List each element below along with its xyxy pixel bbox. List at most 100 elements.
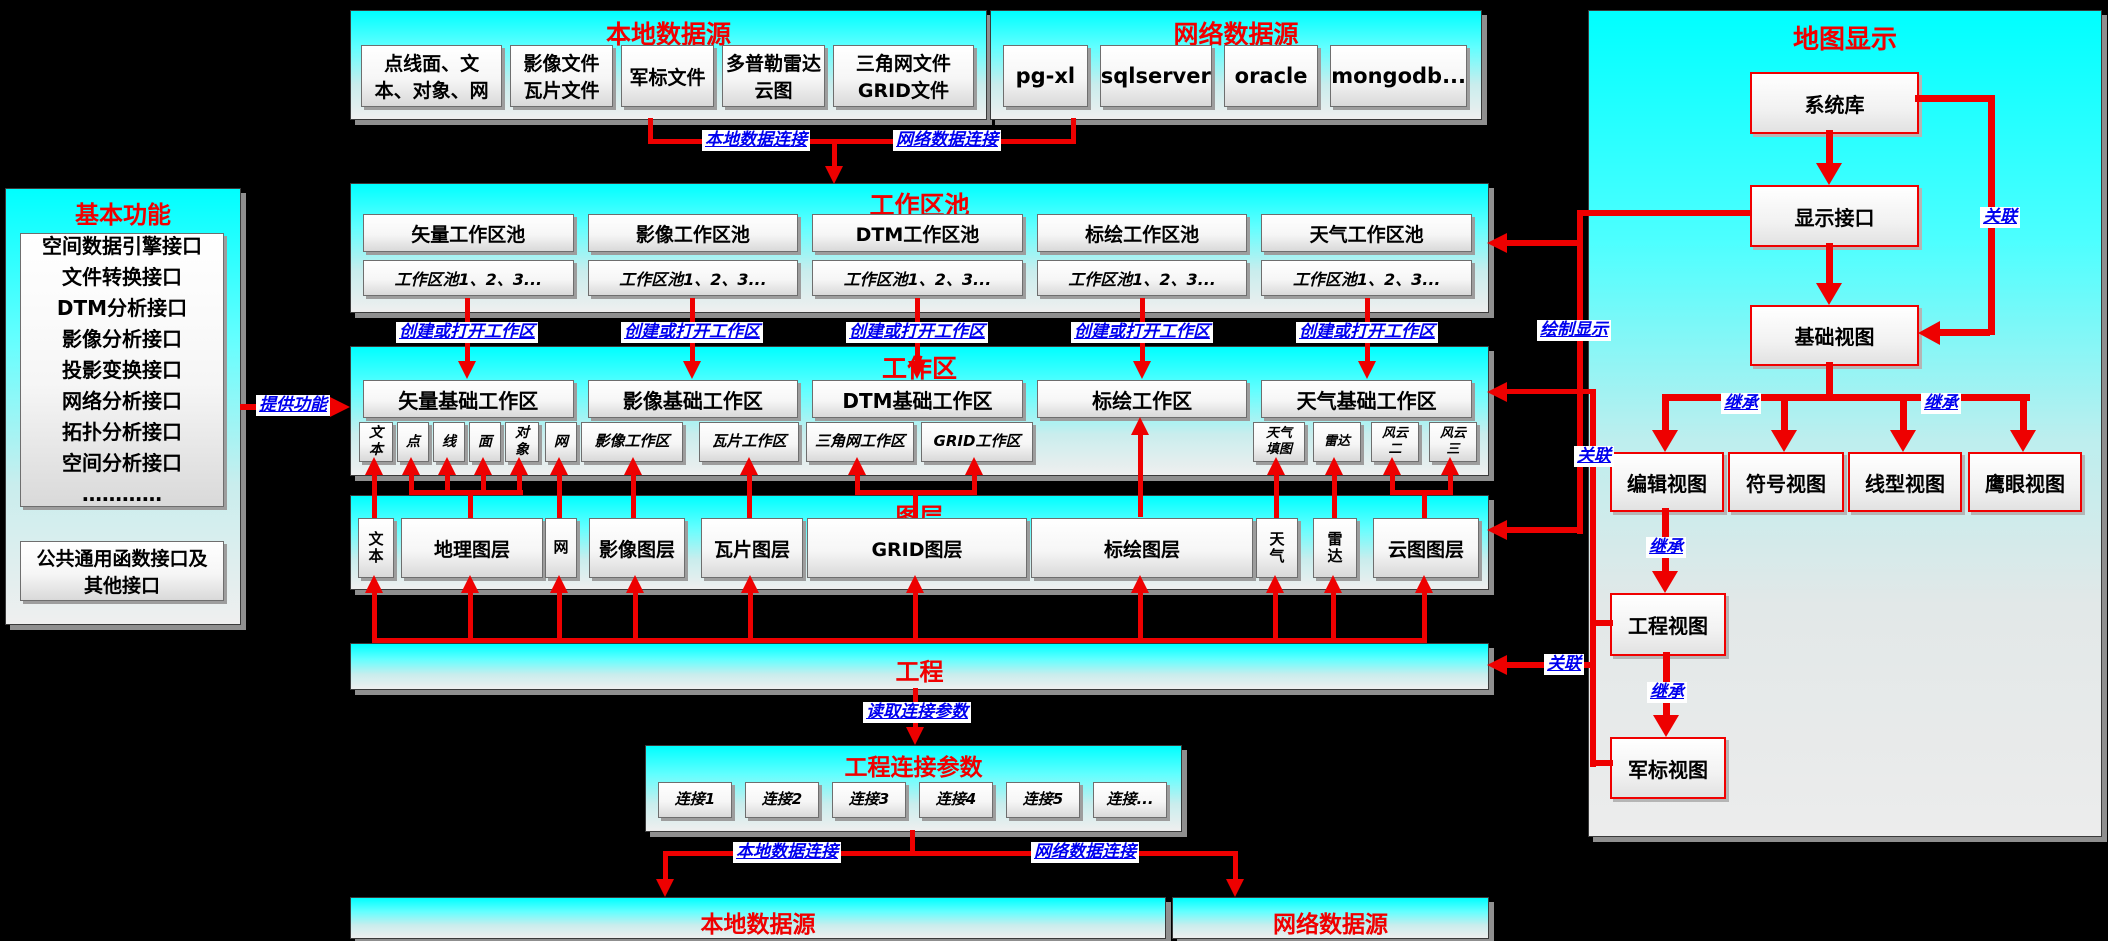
arrowhead-bdown-icon <box>2010 430 2036 452</box>
connector-line <box>648 118 653 141</box>
connector-line <box>1071 118 1076 141</box>
arrowhead-down-icon <box>1133 361 1151 379</box>
connector-line <box>1826 130 1833 165</box>
arrowhead-up-icon <box>510 457 528 475</box>
conn-2: 连接2 <box>745 782 819 818</box>
common-function-interface-box: 公共通用函数接口及 其他接口 <box>20 541 224 601</box>
connector-line <box>1826 362 1833 398</box>
layer-radar: 雷 达 <box>1313 518 1357 578</box>
connector-line <box>372 475 377 518</box>
connector-line <box>631 475 636 518</box>
workspace-plot: 标绘工作区 <box>1036 380 1248 418</box>
pool-weather: 天气工作区池 <box>1261 214 1472 252</box>
linetype-view-node: 线型视图 <box>1848 452 1962 512</box>
arrowhead-down-icon <box>825 166 843 184</box>
arrowhead-up-icon <box>1266 575 1284 593</box>
pool-plot: 标绘工作区池 <box>1036 214 1248 252</box>
connector-line <box>1593 620 1613 626</box>
arrowhead-up-icon <box>1383 457 1401 475</box>
conn-3: 连接3 <box>832 782 906 818</box>
edge-label-read-connection-params: 读取连接参数 <box>863 702 971 723</box>
ws-sub-tin-workspace: 三角网工作区 <box>806 422 914 462</box>
arrowhead-down-icon <box>656 879 674 897</box>
connector-line <box>1590 389 1596 767</box>
connector-line <box>1422 593 1427 640</box>
connector-line <box>557 475 562 518</box>
connector-line <box>855 475 860 491</box>
ws-sub-text: 文 本 <box>359 422 393 462</box>
connector-line <box>1577 210 1583 534</box>
arrowhead-up-icon <box>550 457 568 475</box>
ws-sub-fengyun-2: 风云 二 <box>1371 422 1419 462</box>
arrowhead-bdown-icon <box>1652 430 1678 452</box>
connector-line <box>832 141 837 168</box>
connector-line <box>517 475 522 491</box>
arrowhead-up-icon <box>848 457 866 475</box>
connector-line <box>913 593 918 640</box>
connector-line <box>1580 210 1752 216</box>
connector-line <box>1390 475 1395 491</box>
edit-view-node: 编辑视图 <box>1610 452 1724 512</box>
connector-line <box>748 593 753 640</box>
net-source-mongodb: mongodb... <box>1330 45 1467 107</box>
connector-line <box>2020 394 2027 432</box>
connector-line <box>1900 394 1907 432</box>
connector-line <box>1915 95 1995 102</box>
edge-label-draw-display: 绘制显示 <box>1537 320 1611 341</box>
layer-image: 影像图层 <box>589 518 685 578</box>
connector-line <box>648 139 1076 144</box>
local-source-military-symbol-files: 军标文件 <box>620 45 715 107</box>
net-source-oracle: oracle <box>1223 45 1319 107</box>
arrowhead-up-icon <box>906 575 924 593</box>
interface-list: 空间数据引擎接口 文件转换接口 DTM分析接口 影像分析接口 投影变换接口 网络… <box>20 233 224 507</box>
connector-line <box>1826 243 1833 285</box>
display-interface-node: 显示接口 <box>1750 185 1919 247</box>
layer-grid: GRID图层 <box>807 518 1027 578</box>
connector-line <box>409 475 414 491</box>
bottom-local-title: 本地数据源 <box>700 912 816 938</box>
symbol-view-node: 符号视图 <box>1728 452 1844 512</box>
layer-weather: 天 气 <box>1256 518 1298 578</box>
arrowhead-up-icon <box>626 575 644 593</box>
edge-label-local-data-connection-bottom: 本地数据连接 <box>733 842 841 863</box>
arrowhead-up-icon <box>965 457 983 475</box>
ws-sub-radar: 雷达 <box>1313 422 1361 462</box>
local-data-source-panel: 本地数据源 点线面、文 本、对象、网 影像文件 瓦片文件 军标文件 多普勒雷达 … <box>350 10 987 120</box>
connector-line <box>372 638 1427 643</box>
local-source-vector-files: 点线面、文 本、对象、网 <box>361 45 503 107</box>
arrowhead-bdown-icon <box>1653 715 1679 737</box>
local-source-doppler-radar-cloud: 多普勒雷达 云图 <box>722 45 825 107</box>
layer-geographic: 地理图层 <box>401 518 543 578</box>
connector-line <box>1332 475 1337 518</box>
layer-text: 文 本 <box>358 518 394 578</box>
basic-functions-panel: 基本功能 空间数据引擎接口 文件转换接口 DTM分析接口 影像分析接口 投影变换… <box>5 188 241 625</box>
bottom-net-title: 网络数据源 <box>1273 912 1388 938</box>
connector-line <box>855 490 977 495</box>
conn-1: 连接1 <box>658 782 732 818</box>
edge-label-assoc-bottom: 关联 <box>1544 654 1584 675</box>
pool-instances-plot: 工作区池1、2、3... <box>1036 260 1248 296</box>
ws-sub-polygon: 面 <box>469 422 501 462</box>
arrowhead-right-icon <box>330 397 350 417</box>
edge-label-network-data-connection-bottom: 网络数据连接 <box>1031 842 1139 863</box>
arrowhead-up-icon <box>1441 457 1459 475</box>
connector-line <box>663 851 1238 856</box>
arrowhead-up-icon <box>741 575 759 593</box>
project-panel: 工程 <box>350 643 1489 690</box>
edge-label-assoc-mid: 关联 <box>1574 446 1614 467</box>
arrowhead-bleft-icon <box>1918 321 1940 345</box>
edge-label-provide-functions: 提供功能 <box>256 395 330 416</box>
military-symbol-view-node: 军标视图 <box>1610 737 1726 799</box>
connector-line <box>1422 492 1427 518</box>
connector-line <box>409 490 523 495</box>
bottom-local-data-source-bar: 本地数据源 <box>350 897 1166 939</box>
ws-sub-image-workspace: 影像工作区 <box>581 422 683 462</box>
map-display-title: 地图显示 <box>1792 25 1897 55</box>
edge-label-create-open-workspace-3: 创建或打开工作区 <box>846 322 988 343</box>
workspace-weather-base: 天气基础工作区 <box>1261 380 1472 418</box>
workspace-vector-base: 矢量基础工作区 <box>363 380 574 418</box>
edge-label-create-open-workspace-1: 创建或打开工作区 <box>396 322 538 343</box>
connector-line <box>1273 593 1278 640</box>
connector-line <box>1390 490 1453 495</box>
pool-image: 影像工作区池 <box>587 214 799 252</box>
